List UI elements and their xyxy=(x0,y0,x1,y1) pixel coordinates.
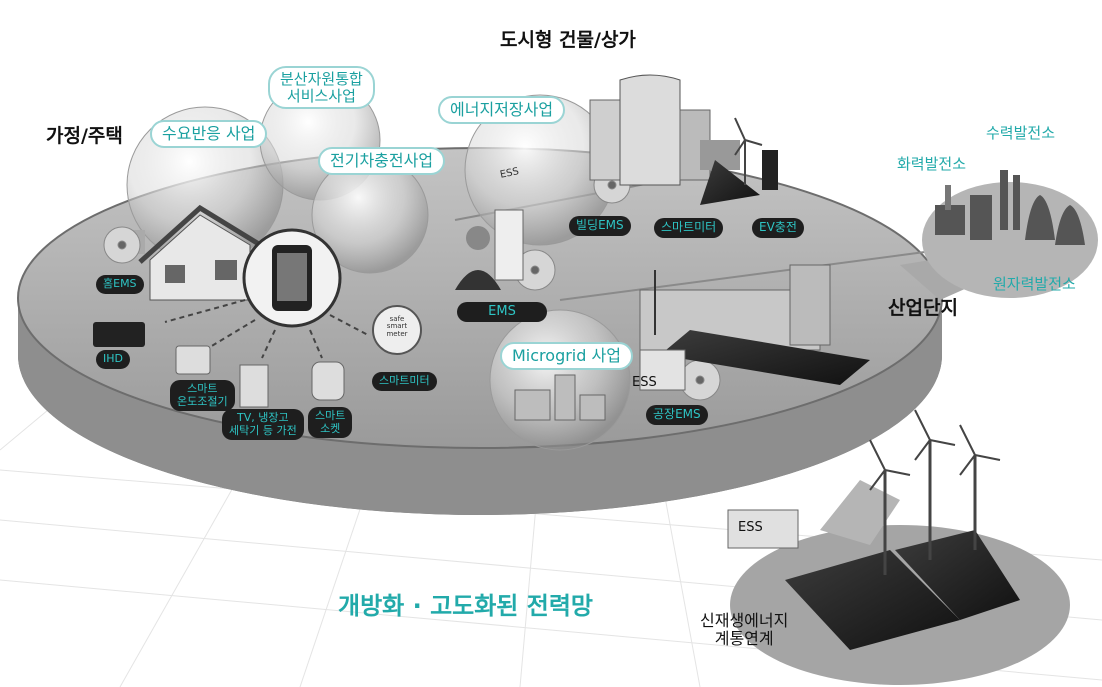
service-der-line2: 서비스사업 xyxy=(286,86,356,105)
microgrid-icons xyxy=(514,349,686,421)
tag-appliances-line1: TV, 냉장고 xyxy=(237,411,289,424)
renewable-line2: 계통연계 xyxy=(714,628,774,648)
city-building-icons xyxy=(589,74,778,205)
region-industry-label: 산업단지 xyxy=(888,297,958,319)
tag-smart-meter-city: 스마트미터 xyxy=(654,218,724,238)
tag-building-ems: 빌딩EMS xyxy=(569,216,631,236)
tag-thermostat-line1: 스마트 xyxy=(187,382,218,395)
meter-line1: safe xyxy=(389,315,405,323)
tag-appliances-line2: 세탁기 등 가전 xyxy=(229,423,297,437)
disc-icons xyxy=(103,166,721,401)
service-microgrid: Microgrid 사업 xyxy=(500,342,633,370)
ems-operator-icon xyxy=(455,209,524,290)
ess-renewable-label: ESS xyxy=(738,520,763,535)
tag-ems: EMS xyxy=(457,302,547,323)
tag-thermostat: 스마트 온도조절기 xyxy=(170,380,235,412)
tag-socket-line2: 소켓 xyxy=(320,421,341,435)
renewable-caption: 신재생에너지 계통연계 xyxy=(700,612,788,647)
tag-ihd: IHD xyxy=(96,350,130,369)
power-plant-disc xyxy=(922,182,1098,298)
tag-appliances: TV, 냉장고 세탁기 등 가전 xyxy=(222,409,304,441)
power-plant-icon xyxy=(935,170,1085,245)
region-city-label: 도시형 건물/상가 xyxy=(500,29,636,51)
meter-line3: meter xyxy=(386,329,408,338)
tag-ev-charge: EV충전 xyxy=(752,218,804,238)
city-turbine-icons xyxy=(734,117,763,185)
ess-microgrid-label: ESS xyxy=(632,375,657,390)
plant-hydro-label: 수력발전소 xyxy=(986,124,1056,142)
region-home-label: 가정/주택 xyxy=(46,125,123,147)
tag-socket-line1: 스마트 xyxy=(315,409,346,422)
service-energy-storage: 에너지저장사업 xyxy=(438,96,566,124)
plant-thermal-label: 화력발전소 xyxy=(897,155,967,173)
meter-line2: smart xyxy=(386,322,408,331)
service-der-line1: 분산자원통합 xyxy=(280,70,363,88)
service-der-integration: 분산자원통합 서비스사업 xyxy=(268,66,375,109)
tag-smart-meter-home: 스마트미터 xyxy=(372,372,437,391)
service-demand-response: 수요반응 사업 xyxy=(150,120,268,148)
home-device-icons xyxy=(93,305,422,408)
renewable-icons xyxy=(727,409,1020,650)
renewable-line1: 신재생에너지 xyxy=(700,611,789,630)
tag-home-ems: 홈EMS xyxy=(96,275,144,294)
connection-arrows xyxy=(164,299,369,359)
tag-smart-socket: 스마트 소켓 xyxy=(308,407,353,439)
industrial-icons xyxy=(639,264,870,385)
tag-factory-ems: 공장EMS xyxy=(646,405,708,425)
service-ev-charging: 전기차충전사업 xyxy=(318,147,446,175)
grid-headline: 개방화 · 고도화된 전력망 xyxy=(338,592,593,620)
smartphone-icon xyxy=(242,228,342,328)
smart-meter-face-text: safe smart meter xyxy=(381,315,413,338)
renewable-link xyxy=(820,480,900,545)
tag-thermostat-line2: 온도조절기 xyxy=(177,394,228,408)
plant-nuclear-label: 원자력발전소 xyxy=(993,275,1076,293)
